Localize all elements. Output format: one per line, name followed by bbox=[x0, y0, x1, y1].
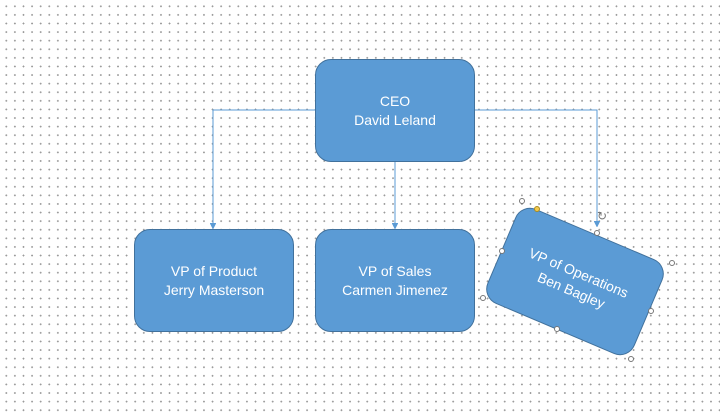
vp-operations-node[interactable]: VP of Operations Ben Bagley bbox=[481, 202, 669, 361]
resize-handle-icon[interactable] bbox=[669, 260, 675, 266]
connector-ceo-to-vp-product[interactable] bbox=[213, 109, 315, 228]
ceo-name: David Leland bbox=[354, 111, 436, 128]
vp-product-name: Jerry Masterson bbox=[163, 281, 265, 298]
vp-sales-name: Carmen Jimenez bbox=[342, 281, 448, 298]
ceo-title: CEO bbox=[379, 92, 411, 109]
resize-handle-icon[interactable] bbox=[554, 326, 560, 332]
resize-handle-icon[interactable] bbox=[499, 248, 505, 254]
resize-handle-icon[interactable] bbox=[519, 198, 525, 204]
resize-handle-icon[interactable] bbox=[480, 295, 486, 301]
resize-handle-icon[interactable] bbox=[628, 356, 634, 362]
vp-sales-title: VP of Sales bbox=[358, 262, 432, 279]
vp-product-node[interactable]: VP of Product Jerry Masterson bbox=[134, 229, 294, 332]
resize-handle-icon[interactable] bbox=[594, 230, 600, 236]
vp-product-title: VP of Product bbox=[170, 262, 258, 279]
ceo-node[interactable]: CEO David Leland bbox=[315, 59, 475, 162]
resize-handle-icon[interactable] bbox=[648, 308, 654, 314]
vp-sales-node[interactable]: VP of Sales Carmen Jimenez bbox=[315, 229, 475, 332]
rotate-handle-icon[interactable]: ↻ bbox=[597, 209, 608, 223]
adjust-handle-icon[interactable] bbox=[534, 206, 540, 212]
